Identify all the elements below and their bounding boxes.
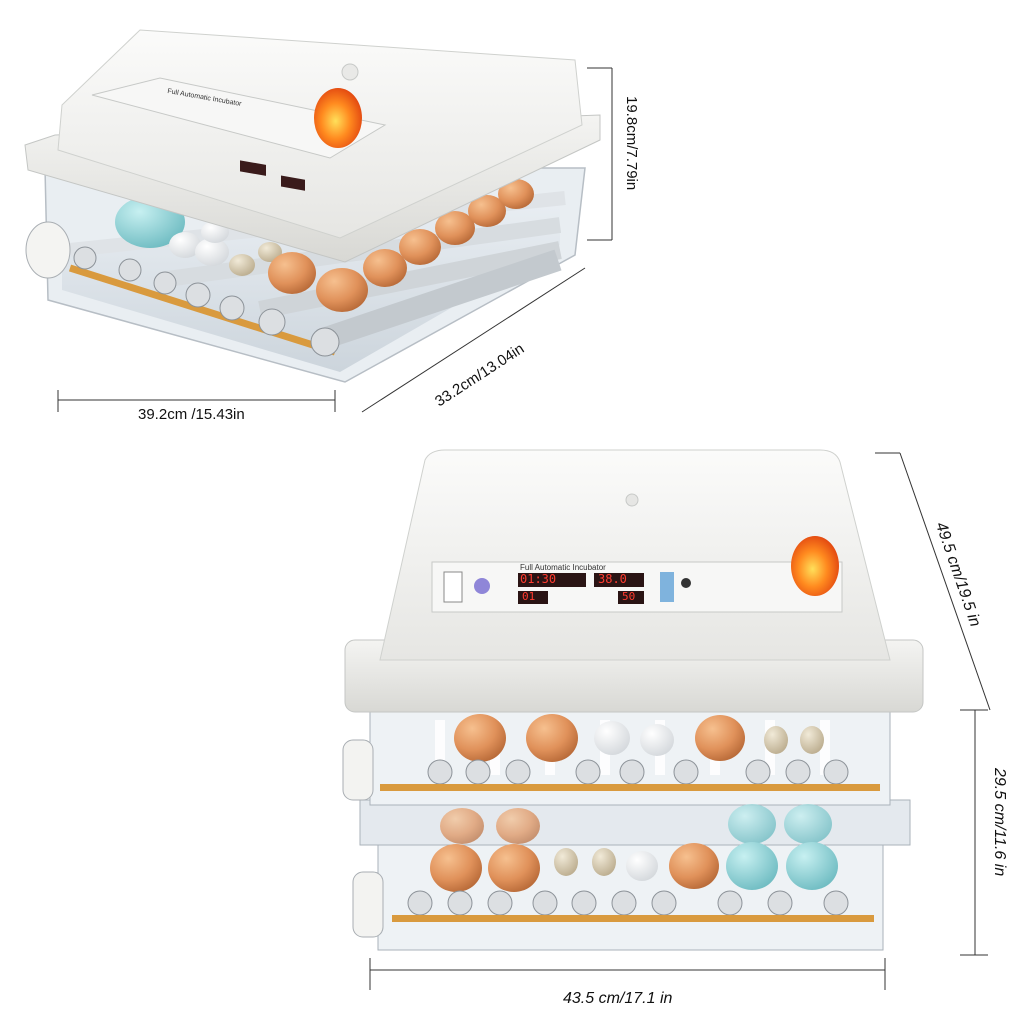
bottom-drive-bar-lower	[392, 915, 874, 922]
top-display-right	[281, 175, 305, 191]
display-time-text: 01:30	[520, 572, 557, 586]
bottom-gears-lower	[407, 890, 849, 916]
top-turning-knob	[25, 221, 71, 279]
top-drive-bar	[68, 264, 337, 356]
bottom-eggs-lower	[430, 804, 838, 892]
bottom-dimension-lines	[369, 452, 991, 990]
bottom-candling-egg	[791, 536, 839, 596]
bottom-eggs-upper	[454, 714, 824, 762]
bottom-lower-height-label: 29.5 cm/11.6 in	[991, 768, 1008, 877]
top-incubator	[24, 29, 601, 383]
bottom-display-day	[518, 591, 548, 604]
bottom-knob-lower	[352, 871, 384, 938]
top-control-panel	[91, 77, 387, 159]
bottom-vent-hole	[625, 493, 639, 507]
bottom-width-label: 43.5 cm/17.1 in	[563, 990, 673, 1007]
top-width-label: 39.2cm /15.43in	[138, 406, 245, 423]
top-dimension-lines	[57, 67, 613, 413]
display-humidity-text: 50	[622, 590, 636, 603]
bottom-button	[474, 578, 490, 594]
bottom-incubator	[342, 449, 924, 951]
top-gears	[73, 246, 340, 357]
bottom-panel-title: Full Automatic Incubator	[520, 563, 606, 572]
bottom-display-humidity	[618, 591, 644, 604]
top-candling-egg	[314, 88, 362, 148]
bottom-power-switch	[443, 571, 463, 603]
top-display-left	[240, 160, 266, 176]
top-eggs	[115, 179, 534, 312]
display-temp-text: 38.0	[598, 572, 627, 586]
bottom-indicator-strip	[660, 572, 674, 602]
bottom-display-temp	[594, 573, 644, 587]
bottom-display-time	[518, 573, 586, 587]
top-vent-hole	[341, 63, 359, 81]
bottom-knob-upper	[342, 739, 374, 801]
display-day-text: 01	[522, 590, 536, 603]
top-height-label: 19.8cm/7.79in	[623, 96, 640, 191]
bottom-dc-port-icon	[681, 578, 691, 588]
bottom-drive-bar-upper	[380, 784, 880, 791]
